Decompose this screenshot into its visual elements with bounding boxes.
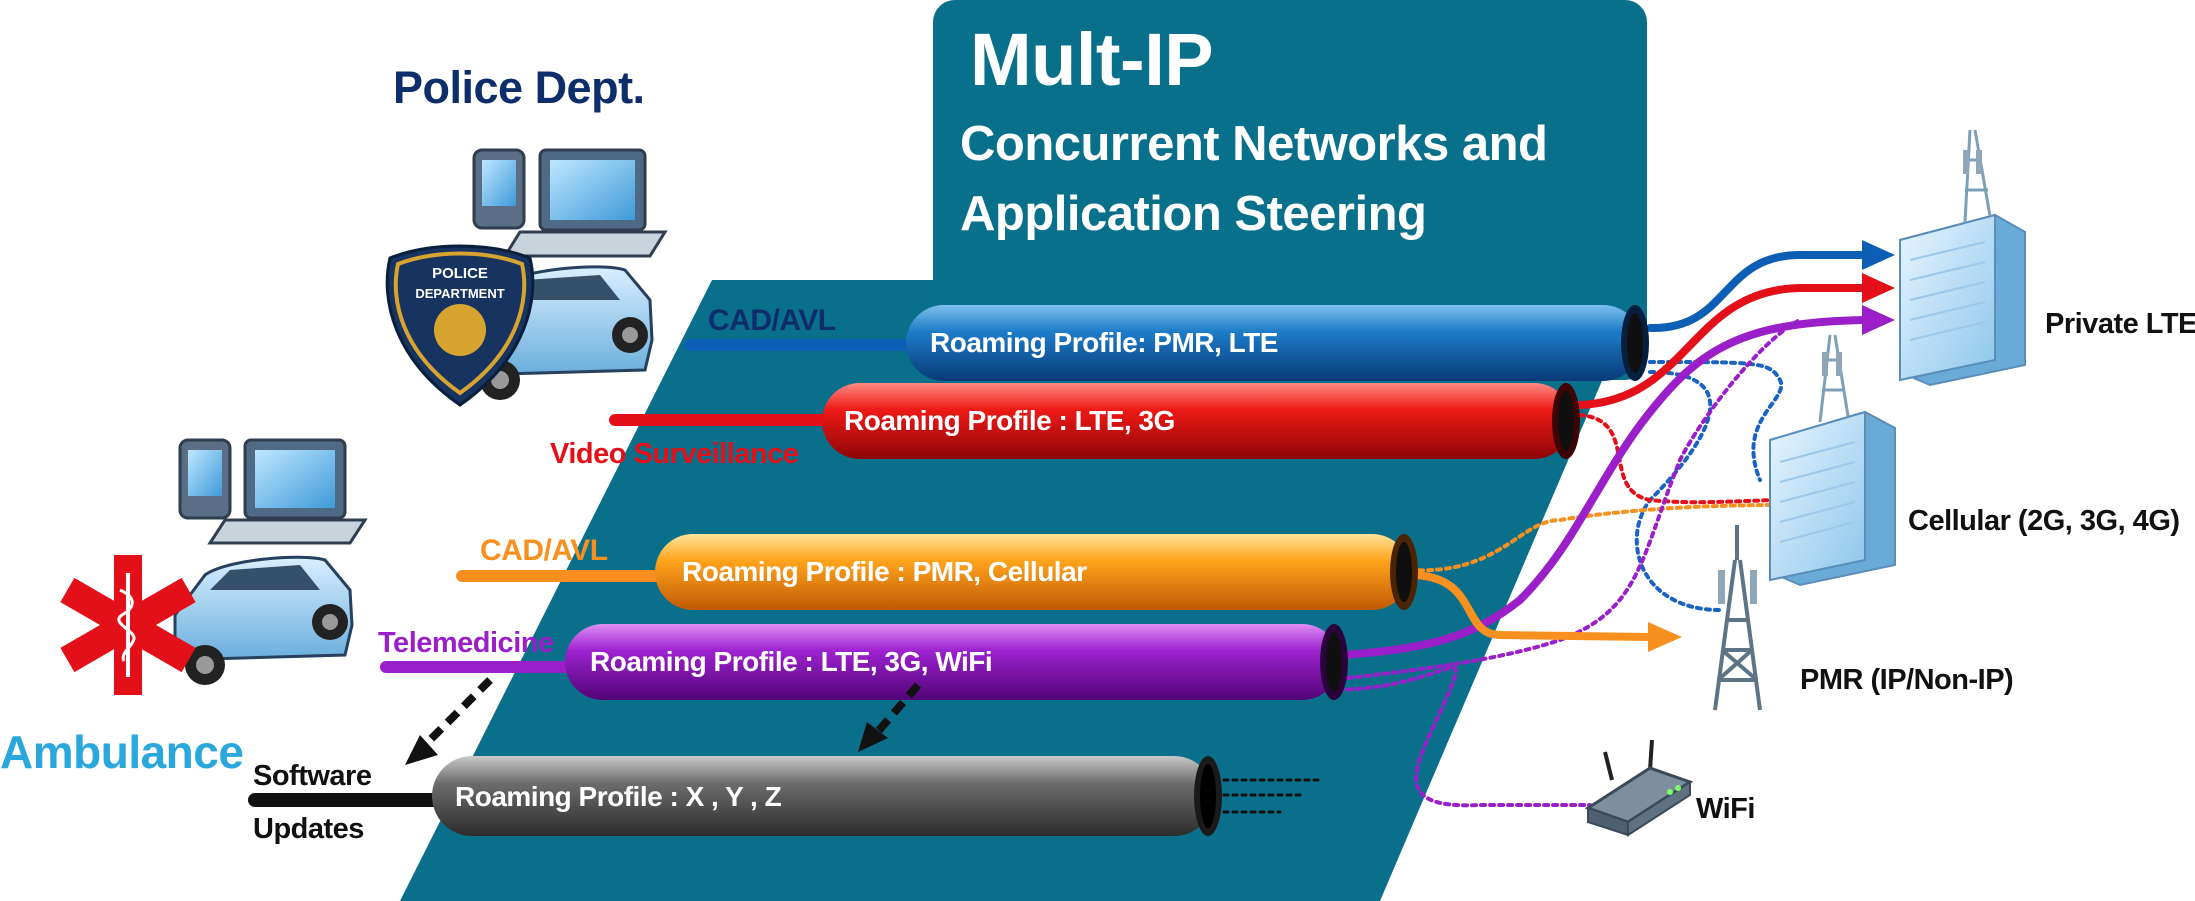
title-line1: Concurrent Networks and (960, 117, 1547, 171)
red-arrowhead (1862, 273, 1895, 303)
amb-phone-icon (178, 438, 232, 520)
label-pmr: PMR (IP/Non-IP) (1800, 664, 2013, 696)
pmr-antenna-right (1750, 570, 1757, 604)
police-phone-icon (472, 148, 526, 230)
title-main: Mult-IP (970, 18, 1213, 101)
orange-link (1406, 571, 1654, 641)
purple-link (1326, 316, 1869, 660)
purple-arrowhead (1862, 305, 1895, 335)
label-software-2: Updates (253, 813, 364, 845)
badge-text-top: POLICE (432, 265, 488, 282)
update-arrowhead-right (858, 722, 888, 752)
pipe-gray: Roaming Profile : X , Y , Z (432, 756, 1222, 836)
amb-car-icon (173, 555, 354, 685)
label-video: Video Surveillance (550, 438, 799, 470)
pipe-red: Roaming Profile : LTE, 3G (822, 383, 1580, 459)
red-link (1576, 284, 1869, 409)
update-arrowhead-left (405, 735, 438, 765)
purple-dotted-link (1328, 318, 1802, 682)
pipe-blue: Roaming Profile: PMR, LTE (906, 305, 1649, 381)
police-badge-icon: POLICE DEPARTMENT (385, 244, 535, 407)
pipe-purple: Roaming Profile : LTE, 3G, WiFi (565, 624, 1348, 700)
app-input-lines (248, 339, 926, 807)
label-wifi: WiFi (1696, 793, 1755, 825)
pipe-label-gray: Roaming Profile : X , Y , Z (455, 781, 782, 812)
label-cellular: Cellular (2G, 3G, 4G) (1908, 505, 2180, 537)
pipe-label-purple: Roaming Profile : LTE, 3G, WiFi (590, 646, 992, 677)
update-arrow-left (422, 677, 493, 748)
update-arrow-right (871, 682, 922, 738)
label-police-dept: Police Dept. (393, 62, 645, 113)
title-panel (933, 0, 1647, 380)
wifi-router-icon (1584, 739, 1694, 837)
blue-arrowhead (1862, 240, 1895, 270)
amb-laptop-icon (207, 438, 368, 545)
red-dotted-link (1578, 413, 1792, 505)
label-software-1: Software (253, 760, 372, 792)
orange-dotted-link (1408, 503, 1782, 573)
private-lte-building-icon (1899, 129, 2026, 387)
label-police-cad: CAD/AVL (708, 304, 836, 337)
pipe-label-blue: Roaming Profile: PMR, LTE (930, 327, 1278, 358)
pmr-antenna-left (1718, 570, 1725, 604)
pmr-tower-icon (1713, 525, 1762, 711)
label-amb-cad: CAD/AVL (480, 534, 608, 567)
update-arrows (422, 677, 922, 748)
pipe-label-red: Roaming Profile : LTE, 3G (844, 405, 1175, 436)
orange-arrowhead (1648, 622, 1682, 652)
label-ambulance: Ambulance (0, 726, 243, 778)
label-private-lte: Private LTE (2045, 308, 2195, 340)
label-telemedicine: Telemedicine (378, 627, 554, 659)
blue-link (1646, 251, 1869, 333)
title-line2: Application Steering (960, 187, 1426, 241)
badge-text-mid: DEPARTMENT (415, 286, 504, 301)
police-laptop-icon (502, 148, 668, 258)
pipe-label-orange: Roaming Profile : PMR, Cellular (682, 556, 1087, 587)
blue-dotted-link (1648, 360, 1784, 482)
pipe-orange: Roaming Profile : PMR, Cellular (655, 534, 1418, 610)
cellular-building-icon (1769, 334, 1896, 587)
network-links (1213, 240, 1895, 814)
star-of-life-icon (60, 555, 196, 695)
purple-dotted-wifi (1328, 665, 1592, 808)
